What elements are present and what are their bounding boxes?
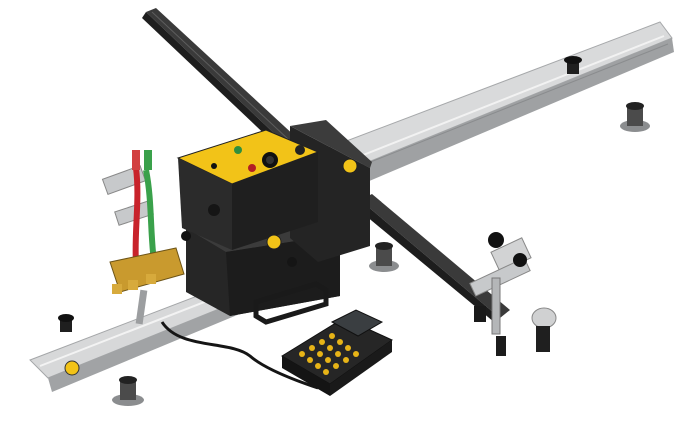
pendant-controller (281, 309, 393, 396)
rail-feet (369, 56, 650, 272)
clamp-assembly (469, 232, 557, 356)
cross-arm (142, 8, 510, 322)
logo-badge (342, 158, 358, 174)
torch-assembly (101, 150, 191, 325)
cable (160, 321, 319, 390)
carriage-body (176, 120, 372, 325)
logo-badge (266, 234, 282, 250)
indicator-light-green (234, 146, 242, 154)
indicator-light-red (248, 164, 256, 172)
lower-rail-feet (58, 314, 144, 406)
logo-badge (64, 360, 80, 376)
